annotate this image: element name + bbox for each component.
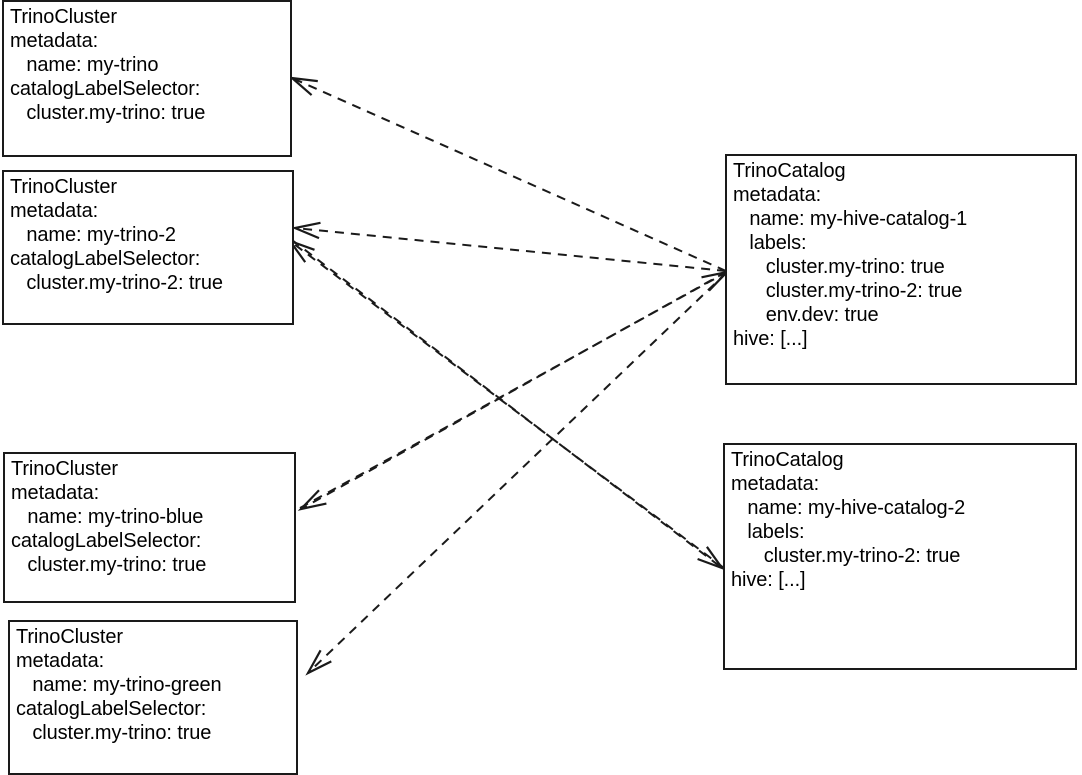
node-kind-label: TrinoCluster: [16, 626, 123, 648]
node-line: metadata:: [733, 184, 822, 206]
node-kind-label: TrinoCatalog: [731, 449, 844, 471]
node-line: catalogLabelSelector:: [10, 78, 201, 100]
node-kind-label: TrinoCatalog: [733, 160, 846, 182]
edge-e6: [291, 239, 725, 571]
node-line: labels:: [731, 521, 805, 543]
node-line: cluster.my-trino: true: [10, 102, 206, 124]
arrow-head-icon: [305, 649, 332, 676]
edge-line: [299, 271, 728, 509]
node-kind-label: TrinoCluster: [10, 176, 117, 198]
arrow-head-icon: [701, 270, 731, 292]
node-line: catalogLabelSelector:: [11, 530, 202, 552]
node-line: cluster.my-trino-2: true: [733, 280, 963, 302]
node-line: cluster.my-trino: true: [16, 722, 212, 744]
node-line: labels:: [733, 232, 807, 254]
node-line: cluster.my-trino: true: [733, 256, 945, 278]
node-line: name: my-trino: [10, 54, 159, 76]
edge-e3: [287, 238, 725, 569]
edge-line: [294, 227, 727, 272]
edge-line: [291, 239, 723, 569]
arrow-head-icon: [297, 489, 327, 511]
node-line: metadata:: [11, 482, 100, 504]
node-line: metadata:: [10, 200, 99, 222]
node-line: hive: [...]: [731, 569, 806, 591]
node-line: name: my-hive-catalog-2: [731, 497, 966, 519]
node-line: metadata:: [10, 30, 99, 52]
edge-line: [291, 77, 727, 272]
node-kind-label: TrinoCluster: [10, 6, 117, 28]
node-line: metadata:: [16, 650, 105, 672]
node-line: name: my-trino-blue: [11, 506, 204, 528]
arrow-head-icon: [288, 76, 318, 96]
edge-e2: [291, 221, 727, 272]
node-line: cluster.my-trino-2: true: [10, 272, 223, 294]
node-line: name: my-trino-green: [16, 674, 222, 696]
node-line: hive: [...]: [733, 328, 808, 350]
node-line: metadata:: [731, 473, 820, 495]
node-kind-label: TrinoCluster: [11, 458, 118, 480]
edge-line: [307, 272, 727, 674]
node-line: name: my-hive-catalog-1: [733, 208, 968, 230]
arrow-head-icon: [291, 221, 321, 240]
node-line: catalogLabelSelector:: [16, 698, 207, 720]
node-line: cluster.my-trino: true: [11, 554, 207, 576]
edge-e1: [288, 76, 727, 272]
node-line: catalogLabelSelector:: [10, 248, 201, 270]
node-line: cluster.my-trino-2: true: [731, 545, 961, 567]
edge-line: [289, 240, 725, 569]
node-line: env.dev: true: [733, 304, 879, 326]
arrow-head-icon: [697, 546, 725, 571]
edge-e5: [305, 272, 727, 676]
node-line: name: my-trino-2: [10, 224, 176, 246]
